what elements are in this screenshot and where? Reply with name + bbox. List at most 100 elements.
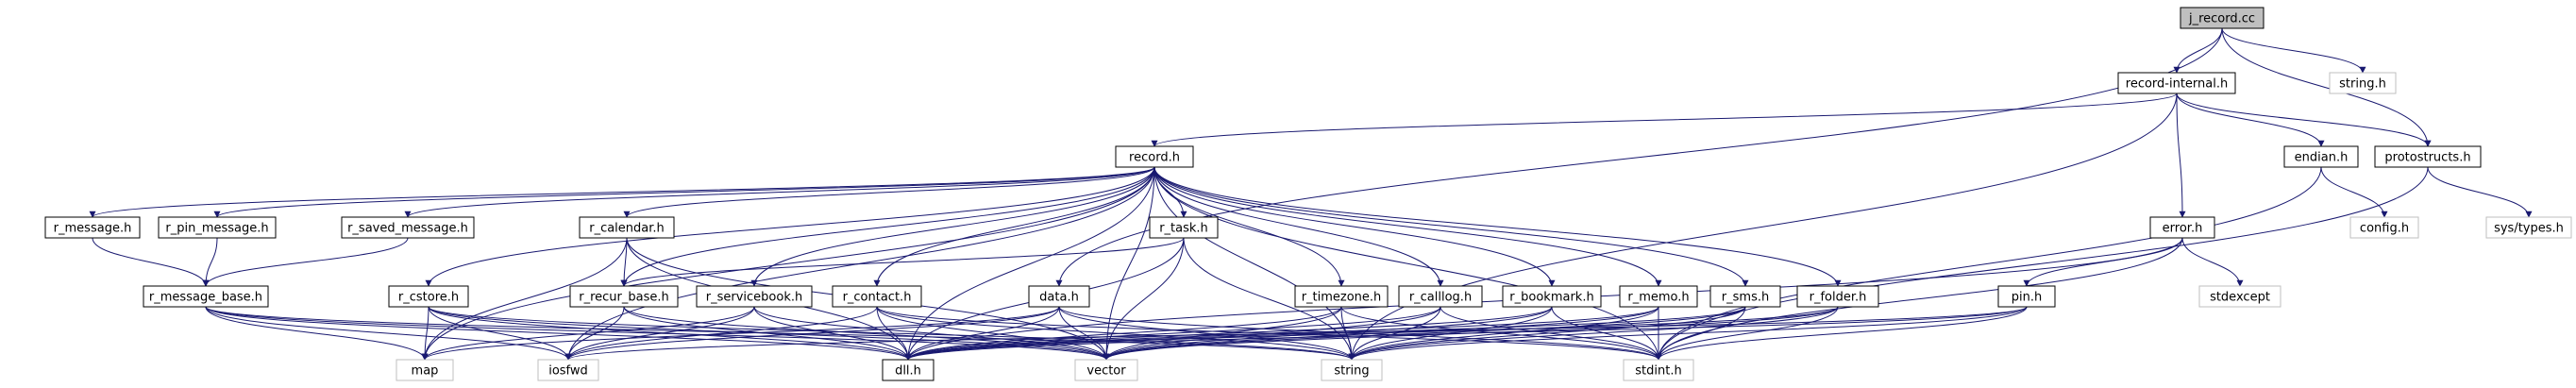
- edge-record_internal_h-to-endian_h: [2176, 93, 2325, 147]
- node-label-stdint-h: stdint.h: [1635, 364, 1681, 379]
- edge-r_message_base_h-to-iosfwd: [205, 306, 572, 361]
- node-box-r-folder-h: [1796, 285, 1879, 308]
- node-label-r-servicebook-h: r_servicebook.h: [706, 291, 802, 305]
- edge-r_pin_message_h-to-r_message_base_h: [202, 237, 218, 287]
- node-map: map: [396, 359, 454, 381]
- edge-pin_h-to-stdint_h: [1655, 306, 2028, 361]
- edge-record_h-to-r_saved_message_h: [404, 166, 1155, 218]
- node-r-message-h[interactable]: r_message.h: [44, 216, 141, 239]
- node-label-r-calendar-h: r_calendar.h: [589, 222, 665, 236]
- node-label-r-sms-h: r_sms.h: [1722, 291, 1769, 305]
- node-box-r-memo-h: [1619, 285, 1698, 308]
- node-box-vector: [1074, 359, 1138, 381]
- edge-data_h-to-vector: [1058, 306, 1110, 361]
- edge-r_contact_h-to-vector: [876, 306, 1110, 361]
- edge-j_record_cc-to-string_h: [2221, 27, 2366, 74]
- node-pin-h[interactable]: pin.h: [1997, 285, 2056, 308]
- node-box-r-timezone-h: [1294, 285, 1389, 308]
- edge-r_sms_h-to-string: [1348, 306, 1746, 361]
- edge-data_h-to-map: [421, 306, 1060, 361]
- edge-record_h-to-r_recur_base_h: [620, 166, 1155, 287]
- nodes-layer: j_record.cc string.h record-internal.h reco…: [44, 7, 2572, 381]
- node-label-string-h: string.h: [2339, 77, 2386, 92]
- edge-r_timezone_h-to-string: [1340, 306, 1355, 361]
- node-label-r-pin-message-h: r_pin_message.h: [165, 222, 268, 236]
- edge-record_h-to-r_pin_message_h: [213, 166, 1155, 218]
- edge-data_h-to-string: [1058, 306, 1355, 361]
- edge-record_h-to-map: [421, 166, 1155, 361]
- node-r-saved-message-h[interactable]: r_saved_message.h: [341, 216, 475, 239]
- node-box-r-task-h: [1149, 216, 1219, 239]
- edge-r_sms_h-to-stdint_h: [1655, 306, 1746, 361]
- node-j-record-cc[interactable]: j_record.cc: [2180, 7, 2265, 29]
- node-r-task-h[interactable]: r_task.h: [1149, 216, 1219, 239]
- node-r-calllog-h[interactable]: r_calllog.h: [1398, 285, 1483, 308]
- node-box-protostructs-h: [2374, 145, 2482, 168]
- node-label-map: map: [412, 364, 439, 379]
- edge-record_h-to-r_calendar_h: [623, 166, 1155, 218]
- node-config-h: config.h: [2349, 216, 2419, 239]
- node-r-sms-h[interactable]: r_sms.h: [1709, 285, 1781, 308]
- node-box-endian-h: [2283, 145, 2359, 168]
- node-label-r-cstore-h: r_cstore.h: [398, 291, 459, 305]
- node-r-calendar-h[interactable]: r_calendar.h: [579, 216, 675, 239]
- node-r-memo-h[interactable]: r_memo.h: [1619, 285, 1698, 308]
- node-r-timezone-h[interactable]: r_timezone.h: [1294, 285, 1389, 308]
- node-error-h[interactable]: error.h: [2149, 216, 2215, 239]
- node-label-sys-types-h: sys/types.h: [2494, 222, 2564, 236]
- node-r-message-base-h[interactable]: r_message_base.h: [143, 285, 269, 308]
- edge-r_bookmark_h-to-dll_h: [904, 306, 1553, 361]
- edge-record_internal_h-to-string: [1348, 93, 2178, 361]
- edge-r_folder_h-to-dll_h: [904, 306, 1839, 361]
- node-r-bookmark-h[interactable]: r_bookmark.h: [1502, 285, 1602, 308]
- node-box-j-record-cc: [2180, 7, 2265, 29]
- edge-r_message_base_h-to-dll_h: [205, 306, 912, 361]
- node-dll-h[interactable]: dll.h: [882, 359, 934, 381]
- node-record-internal-h[interactable]: record-internal.h: [2117, 72, 2236, 94]
- node-label-r-message-base-h: r_message_base.h: [149, 291, 262, 305]
- edge-record_h-to-r_cstore_h: [425, 166, 1155, 287]
- node-protostructs-h[interactable]: protostructs.h: [2374, 145, 2482, 168]
- node-r-recur-base-h[interactable]: r_recur_base.h: [569, 285, 679, 308]
- edge-r_servicebook_h-to-dll_h: [753, 306, 912, 361]
- node-record-h[interactable]: record.h: [1115, 145, 1194, 168]
- node-r-contact-h[interactable]: r_contact.h: [832, 285, 922, 308]
- edge-record_internal_h-to-record_h: [1151, 93, 2178, 147]
- edge-record_internal_h-to-protostructs_h: [2176, 93, 2432, 147]
- node-box-r-recur-base-h: [569, 285, 679, 308]
- node-box-record-h: [1115, 145, 1194, 168]
- edge-r_calllog_h-to-dll_h: [904, 306, 1441, 361]
- node-label-pin-h: pin.h: [2012, 291, 2042, 305]
- node-box-config-h: [2349, 216, 2419, 239]
- node-data-h[interactable]: data.h: [1028, 285, 1090, 308]
- node-label-dll-h: dll.h: [895, 364, 921, 379]
- node-r-servicebook-h[interactable]: r_servicebook.h: [696, 285, 813, 308]
- node-endian-h[interactable]: endian.h: [2283, 145, 2359, 168]
- node-box-stdint-h: [1623, 359, 1694, 381]
- node-box-r-bookmark-h: [1502, 285, 1602, 308]
- node-box-stdexcept: [2198, 285, 2281, 308]
- node-iosfwd: iosfwd: [537, 359, 599, 381]
- node-label-stdexcept: stdexcept: [2210, 291, 2270, 305]
- edge-protostructs_h-to-stdint_h: [1655, 166, 2429, 361]
- node-r-cstore-h[interactable]: r_cstore.h: [388, 285, 469, 308]
- node-box-map: [396, 359, 454, 381]
- node-r-folder-h[interactable]: r_folder.h: [1796, 285, 1879, 308]
- edge-r_recur_base_h-to-dll_h: [623, 306, 912, 361]
- node-box-pin-h: [1997, 285, 2056, 308]
- edge-r_recur_base_h-to-vector: [623, 306, 1110, 361]
- node-box-r-sms-h: [1709, 285, 1781, 308]
- edge-record_h-to-r_folder_h: [1153, 166, 1842, 287]
- edge-r_task_h-to-string: [1183, 237, 1355, 361]
- edge-record_h-to-r_contact_h: [873, 166, 1155, 287]
- node-vector: vector: [1074, 359, 1138, 381]
- node-stdint-h: stdint.h: [1623, 359, 1694, 381]
- node-r-pin-message-h[interactable]: r_pin_message.h: [158, 216, 277, 239]
- node-label-r-memo-h: r_memo.h: [1627, 291, 1689, 305]
- edge-error_h-to-stdexcept: [2181, 237, 2244, 287]
- edge-r_message_base_h-to-vector: [205, 306, 1110, 361]
- edge-pin_h-to-iosfwd: [564, 306, 2028, 361]
- edge-r_cstore_h-to-string: [428, 306, 1355, 361]
- node-box-data-h: [1028, 285, 1090, 308]
